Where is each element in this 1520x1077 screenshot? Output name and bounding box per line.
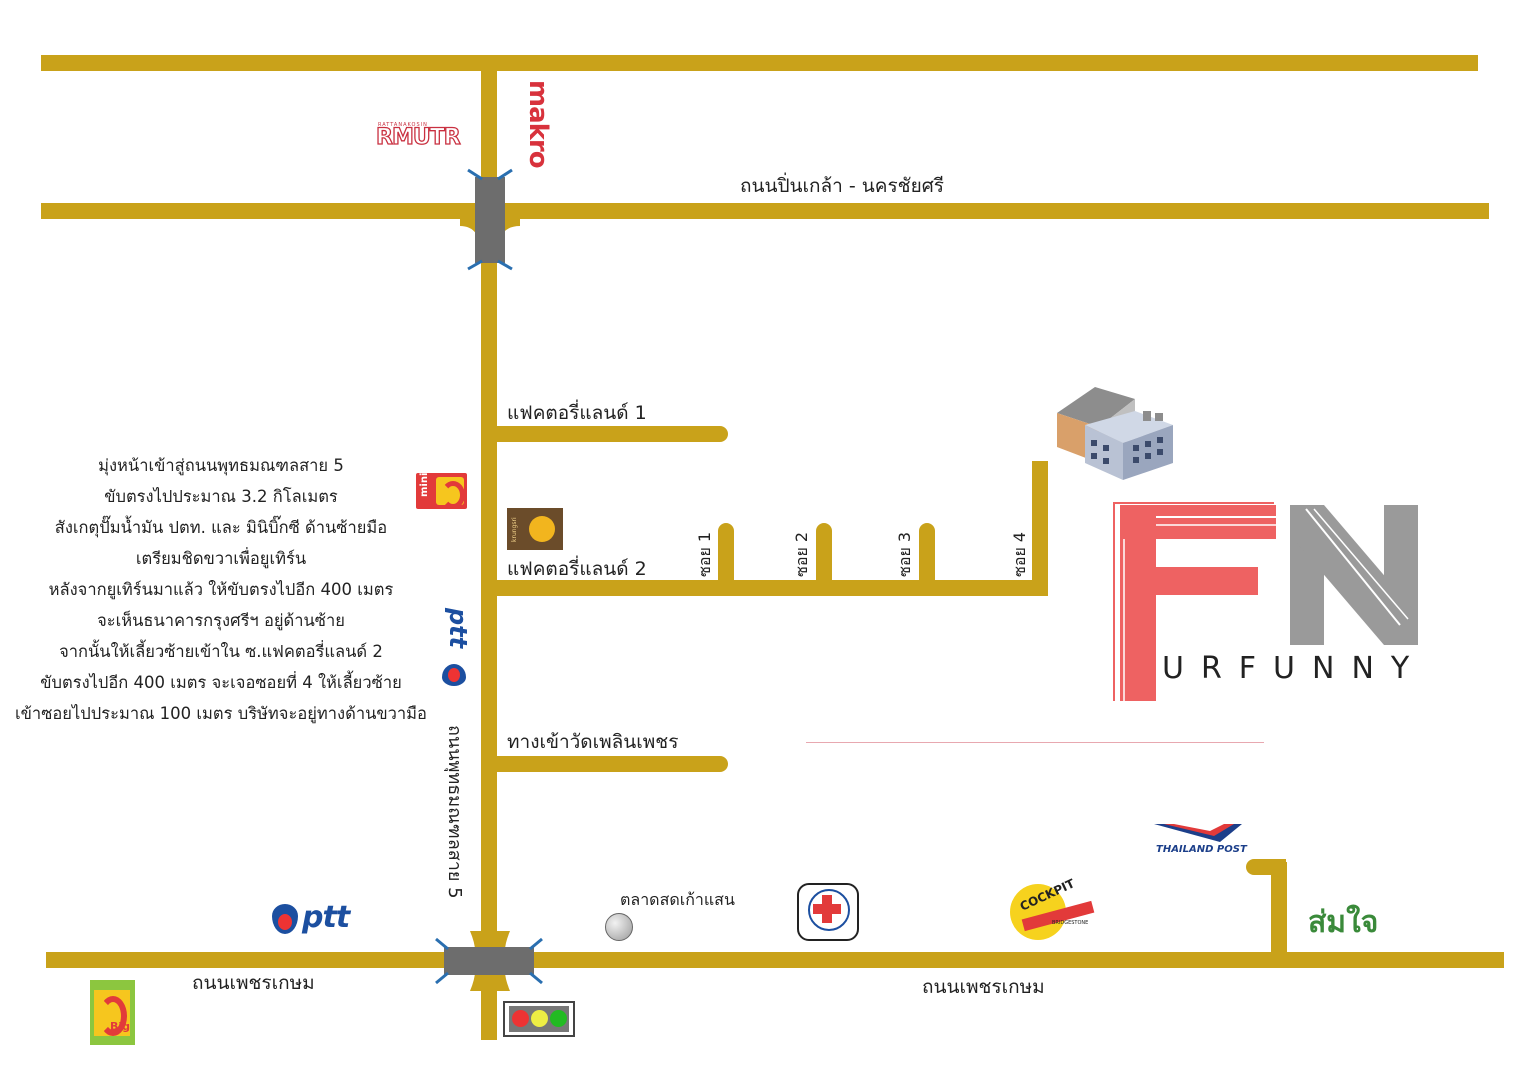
label-soi-4: ซอย 4	[1010, 531, 1029, 577]
road-phutthamonthon-5	[481, 65, 497, 1040]
road-soi-3	[919, 523, 935, 593]
somjai-logo: ส่มใจ	[1308, 905, 1379, 940]
hospital-icon	[797, 883, 859, 941]
big-c-text: Big	[110, 1020, 131, 1033]
thailand-post-logo-icon: THAILAND POST	[1152, 822, 1252, 862]
label-soi-2: ซอย 2	[792, 531, 811, 577]
krungsri-logo-icon: krungsri	[507, 508, 563, 550]
road-thailand-post-lane-v	[1271, 862, 1287, 960]
mini-bigc-text: mini	[419, 472, 430, 497]
road-temple-entrance	[490, 756, 728, 772]
ptt-top-text: ptt	[444, 608, 472, 649]
label-phetkasem-right: ถนนเพชรเกษม	[922, 976, 1045, 998]
makro-logo: makro	[523, 80, 553, 168]
road-top-horizontal	[41, 55, 1478, 71]
direction-line: มุ่งหน้าเข้าสู่ถนนพุทธมณฑลสาย 5	[98, 456, 344, 475]
road-factory-land-1	[490, 426, 728, 442]
fn-letters-logo	[1113, 502, 1418, 701]
direction-line: จะเห็นธนาคารกรุงศรีฯ อยู่ด้านซ้าย	[97, 611, 345, 630]
road-soi-4	[1032, 461, 1048, 596]
urfunny-logo: URFUNNY	[1110, 495, 1430, 710]
rmutr-logo-small-text: RATTANAKOSIN	[378, 122, 428, 128]
label-market: ตลาดสดเก้าแสน	[620, 890, 735, 909]
thailand-post-text: THAILAND POST	[1156, 844, 1247, 855]
label-soi-1: ซอย 1	[695, 531, 714, 577]
road-phetkasem	[46, 952, 1504, 968]
ptt-logo-bottom-icon: ptt	[270, 900, 365, 940]
interchange-bottom	[435, 931, 543, 991]
traffic-light-icon	[503, 1001, 575, 1037]
road-soi-2	[816, 523, 832, 593]
direction-line: ขับตรงไปประมาณ 3.2 กิโลเมตร	[104, 487, 338, 506]
rmutr-logo: RATTANAKOSIN RMUTR	[375, 122, 461, 152]
cockpit-logo-icon: COCKPIT BRIDGESTONE	[1008, 876, 1096, 940]
fn-tagline: URFUNNY	[1162, 651, 1427, 686]
krungsri-text: krungsri	[511, 517, 518, 542]
building-icon	[1057, 387, 1173, 480]
big-c-logo-icon: Big	[90, 980, 135, 1045]
direction-line: สังเกตุปั๊มน้ำมัน ปตท. และ มินิบิ๊กซี ด้…	[54, 518, 388, 537]
driving-directions: มุ่งหน้าเข้าสู่ถนนพุทธมณฑลสาย 5 ขับตรงไป…	[6, 450, 436, 729]
cockpit-sub-text: BRIDGESTONE	[1052, 920, 1089, 926]
market-marker-icon	[605, 913, 633, 941]
rmutr-logo-text: RMUTR	[375, 124, 461, 150]
label-factory-land-2: แฟคตอรี่แลนด์ 2	[507, 558, 647, 580]
road-pinklao	[41, 203, 1489, 219]
label-phutthamonthon-5: ถนนพุทธมณฑลสาย 5	[444, 725, 465, 899]
direction-line: เข้าซอยไปประมาณ 100 เมตร บริษัทจะอยู่ทาง…	[15, 704, 427, 723]
direction-line: เตรียมชิดขวาเพื่อยูเทิร์น	[135, 549, 307, 568]
ptt-logo-icon: ptt	[438, 608, 474, 688]
ptt-bottom-text: ptt	[302, 900, 350, 935]
direction-line: ขับตรงไปอีก 400 เมตร จะเจอซอยที่ 4 ให้เล…	[40, 673, 402, 692]
interchange-top	[460, 168, 520, 271]
road-soi-1	[718, 523, 734, 593]
label-soi-3: ซอย 3	[895, 531, 914, 577]
road-thailand-post-lane-h	[1246, 859, 1286, 875]
label-temple-entrance: ทางเข้าวัดเพลินเพชร	[507, 731, 679, 753]
road-factory-land-2	[490, 580, 1048, 596]
label-pinklao-road: ถนนปิ่นเกล้า - นครชัยศรี	[740, 175, 944, 197]
label-phetkasem-left: ถนนเพชรเกษม	[192, 972, 315, 994]
mini-bigc-logo-icon: mini	[416, 473, 467, 509]
decorative-line	[806, 742, 1264, 743]
direction-line: จากนั้นให้เลี้ยวซ้ายเข้าใน ซ.แฟคตอรี่แลน…	[59, 642, 383, 661]
label-factory-land-1: แฟคตอรี่แลนด์ 1	[507, 402, 647, 424]
direction-line: หลังจากยูเทิร์นมาแล้ว ให้ขับตรงไปอีก 400…	[48, 580, 394, 599]
